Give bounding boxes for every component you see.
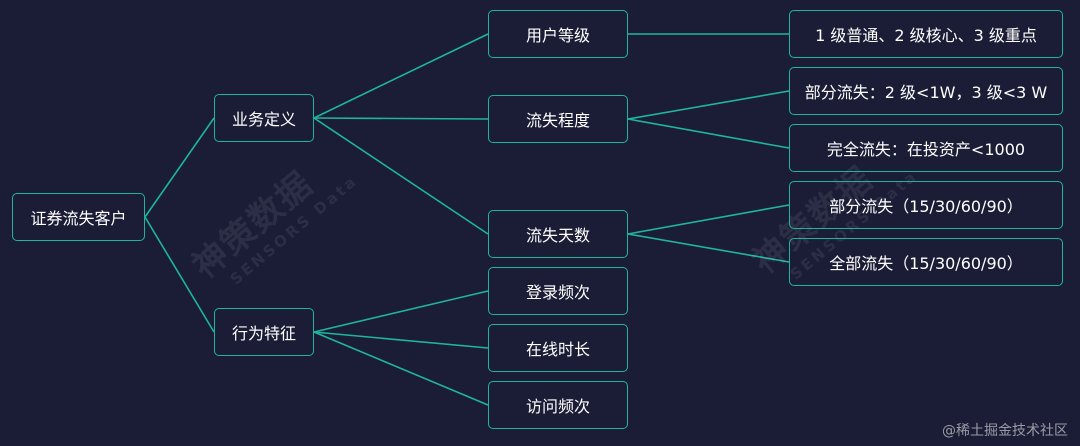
connector-line xyxy=(313,117,489,120)
connector-line xyxy=(313,290,489,333)
node-full-churn-days: 全部流失（15/30/60/90） xyxy=(789,238,1063,286)
connector-line xyxy=(627,233,790,263)
node-full-churn-amount: 完全流失：在投资产<1000 xyxy=(789,124,1063,172)
node-user-level: 用户等级 xyxy=(488,10,628,58)
node-business-definition: 业务定义 xyxy=(214,94,314,142)
node-churn-degree: 流失程度 xyxy=(488,95,628,143)
connector-line xyxy=(313,33,489,119)
connector-line xyxy=(627,118,790,149)
node-partial-churn-amount: 部分流失：2 级<1W，3 级<3 W xyxy=(789,67,1063,115)
node-behavior-features: 行为特征 xyxy=(214,308,314,356)
node-user-level-desc: 1 级普通、2 级核心、3 级重点 xyxy=(789,10,1063,58)
node-login-frequency: 登录频次 xyxy=(488,267,628,315)
node-online-duration: 在线时长 xyxy=(488,324,628,372)
connector-line xyxy=(144,216,215,333)
node-churn-days: 流失天数 xyxy=(488,210,628,258)
node-visit-frequency: 访问频次 xyxy=(488,381,628,429)
connector-line xyxy=(627,204,790,235)
root-node: 证券流失客户 xyxy=(12,193,145,241)
connector-line xyxy=(313,117,489,235)
node-partial-churn-days: 部分流失（15/30/60/90） xyxy=(789,181,1063,229)
connector-line xyxy=(313,331,489,406)
connector-line xyxy=(313,331,489,349)
connector-line xyxy=(144,117,215,218)
connector-line xyxy=(627,90,790,120)
footer-credit: @稀土掘金技术社区 xyxy=(942,423,1068,439)
